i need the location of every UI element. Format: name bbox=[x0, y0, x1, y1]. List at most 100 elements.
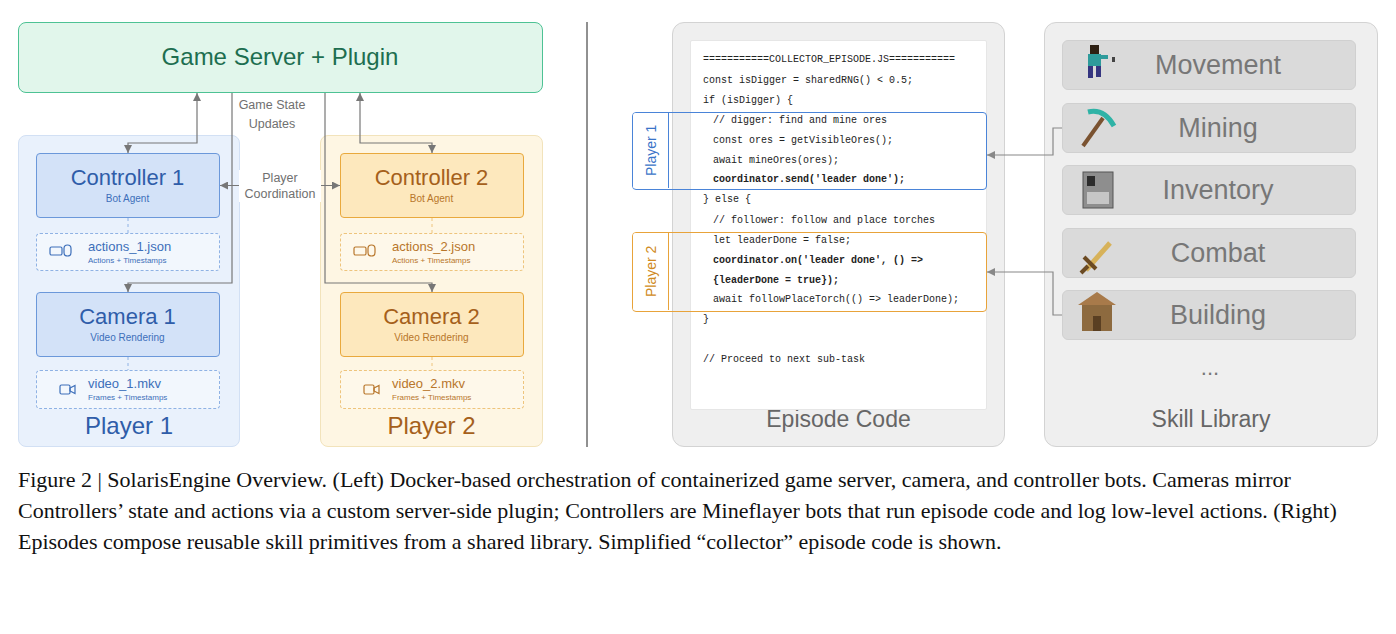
log-file-box: video_1.mkvFrames + Timestamps bbox=[36, 370, 220, 409]
skill-item: Mining bbox=[1062, 103, 1356, 153]
movement-icon bbox=[1100, 55, 1108, 59]
video-icon bbox=[374, 386, 379, 394]
node-text: Movement bbox=[1123, 41, 1313, 89]
skill-item: Building bbox=[1062, 290, 1356, 340]
process-box: Camera 2 Video Rendering bbox=[340, 292, 524, 357]
sword-icon bbox=[1086, 243, 1110, 270]
panel-divider bbox=[587, 22, 588, 447]
node-text: Game Server + Plugin bbox=[19, 41, 541, 73]
node-text: ===========COLLECTOR_EPISODE.JS=========… bbox=[703, 53, 955, 67]
player-group: Player 1 Controller 1Bot Agent actions_1.j… bbox=[18, 135, 240, 447]
node-text: } bbox=[703, 313, 709, 327]
node-text: await followPlaceTorch(() => leaderDone)… bbox=[713, 293, 959, 307]
node-text: Skill Library bbox=[1045, 404, 1377, 434]
movement-icon bbox=[1088, 66, 1093, 78]
node-text: Camera 1 bbox=[37, 304, 218, 330]
connector bbox=[987, 272, 1062, 315]
code-block: ===========COLLECTOR_EPISODE.JS=========… bbox=[690, 40, 987, 410]
connector bbox=[128, 218, 129, 233]
node-text: Player 2 bbox=[321, 411, 542, 441]
connector-group bbox=[128, 93, 1062, 370]
figure-caption: Figure 2 | SolarisEngine Overview. (Left… bbox=[18, 464, 1380, 557]
sword-icon bbox=[1081, 266, 1088, 273]
node-text: Player 2 bbox=[633, 233, 669, 310]
node-text: Video Rendering bbox=[37, 332, 218, 344]
node-text: Combat bbox=[1123, 229, 1313, 277]
connector bbox=[325, 93, 432, 292]
node-text: Inventory bbox=[1123, 166, 1313, 214]
keyboard-icon bbox=[50, 247, 62, 255]
node-text: coordinator.send('leader done'); bbox=[713, 173, 905, 187]
node-text: // Proceed to next sub-task bbox=[703, 353, 865, 367]
skill-item: Combat bbox=[1062, 228, 1356, 278]
annotation: ... bbox=[1150, 358, 1270, 378]
node-text: await mineOres(ores); bbox=[713, 154, 839, 168]
log-file-box: actions_1.jsonActions + Timestamps bbox=[36, 233, 220, 271]
log-file-box: video_2.mkvFrames + Timestamps bbox=[340, 370, 524, 409]
node-text: video_2.mkv bbox=[392, 376, 522, 392]
node-text: coordinator.on('leader done', () => {lea… bbox=[713, 251, 935, 291]
node-text: Controller 2 bbox=[341, 165, 522, 191]
code-section: Player 2 let leaderDone = false; coordinat… bbox=[632, 232, 987, 312]
node-text: let leaderDone = false; bbox=[713, 234, 851, 248]
player-group: Player 2 Controller 2 Bot Agent actions_2.j… bbox=[320, 135, 543, 447]
node-text: Actions + Timestamps bbox=[392, 256, 522, 266]
connector bbox=[432, 357, 433, 370]
skill-item: Inventory bbox=[1062, 165, 1356, 215]
process-box: Controller 2 Bot Agent bbox=[340, 153, 524, 218]
connector bbox=[432, 218, 433, 233]
video-icon bbox=[364, 385, 374, 394]
node-text: Bot Agent bbox=[341, 193, 522, 205]
node-text: video_1.mkv bbox=[88, 376, 218, 392]
mouse-icon bbox=[64, 245, 71, 256]
video-icon bbox=[70, 386, 75, 394]
connector bbox=[987, 128, 1062, 155]
node-text: Actions + Timestamps bbox=[88, 256, 218, 266]
movement-icon bbox=[1096, 66, 1101, 77]
movement-icon bbox=[1088, 54, 1101, 66]
process-box: Camera 1 Video Rendering bbox=[36, 292, 220, 357]
sword-icon bbox=[1084, 257, 1096, 269]
node-text: Frames + Timestamps bbox=[88, 393, 218, 403]
panel: Skill Library MovementMiningInventoryComb… bbox=[1044, 22, 1378, 447]
movement-icon bbox=[1112, 57, 1115, 62]
node-text: Building bbox=[1123, 291, 1313, 339]
log-file-box: actions_2.jsonActions + Timestamps bbox=[340, 233, 524, 271]
node-text: Player 1 bbox=[19, 411, 239, 441]
server-box: Game Server + Plugin bbox=[18, 22, 543, 93]
house-icon bbox=[1082, 305, 1112, 331]
house-icon bbox=[1093, 316, 1101, 331]
inventory-icon bbox=[1083, 172, 1113, 208]
node-text: Video Rendering bbox=[341, 332, 522, 344]
pickaxe-icon bbox=[1088, 111, 1114, 126]
video-icon bbox=[60, 385, 70, 394]
skill-item: Movement bbox=[1062, 40, 1356, 90]
node-text: const ores = getVisibleOres(); bbox=[713, 134, 893, 148]
node-text: Camera 2 bbox=[341, 304, 522, 330]
connector bbox=[128, 357, 129, 370]
edge-label: Player Coordination bbox=[239, 170, 321, 202]
inventory-icon bbox=[1087, 192, 1109, 204]
keyboard-icon bbox=[354, 247, 366, 255]
node-text: // digger: find and mine ores bbox=[713, 114, 887, 128]
code-section: Player 1 // digger: find and mine ores con… bbox=[632, 112, 987, 190]
connector bbox=[128, 93, 232, 292]
node-text: actions_1.json bbox=[88, 239, 218, 255]
movement-icon bbox=[1090, 45, 1099, 54]
node-text: actions_2.json bbox=[392, 239, 522, 255]
node-text: Mining bbox=[1123, 104, 1313, 152]
connector bbox=[128, 93, 197, 153]
house-icon bbox=[1078, 292, 1116, 305]
node-text: Player 1 bbox=[633, 113, 669, 188]
node-text: } else { bbox=[703, 193, 751, 207]
process-box: Controller 1Bot Agent bbox=[36, 153, 220, 218]
node-text: Frames + Timestamps bbox=[392, 393, 522, 403]
annotation: Game State Updates bbox=[236, 96, 308, 134]
node-text: // follower: follow and place torches bbox=[713, 214, 935, 228]
inventory-icon bbox=[1087, 176, 1095, 186]
pickaxe-icon bbox=[1083, 118, 1103, 146]
node-text: if (isDigger) { bbox=[703, 94, 793, 108]
connector bbox=[360, 93, 432, 153]
